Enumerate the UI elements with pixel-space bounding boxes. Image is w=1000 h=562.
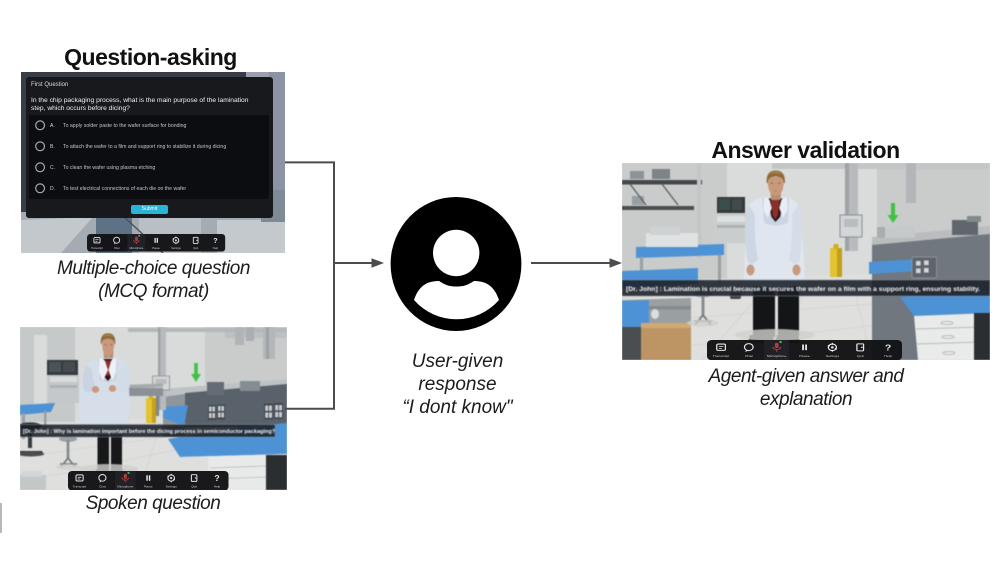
svg-text:C.: C.: [50, 165, 55, 171]
svg-text:D.: D.: [50, 186, 55, 192]
svg-text:A.: A.: [50, 123, 55, 129]
svg-text:To attach the wafer to a film: To attach the wafer to a film and suppor…: [63, 144, 226, 150]
svg-text:B.: B.: [50, 144, 55, 150]
svg-text:To test electrical connections: To test electrical connections of each d…: [63, 186, 186, 192]
svg-text:[Dr. John] : Lamination is cru: [Dr. John] : Lamination is crucial becau…: [626, 286, 980, 293]
svg-text:To clean the wafer using plasm: To clean the wafer using plasma etching: [63, 165, 155, 171]
svg-text:To apply solder paste to the w: To apply solder paste to the wafer surfa…: [63, 123, 187, 129]
svg-text:[Dr. John] : Why is lamination: [Dr. John] : Why is lamination important…: [23, 429, 276, 435]
